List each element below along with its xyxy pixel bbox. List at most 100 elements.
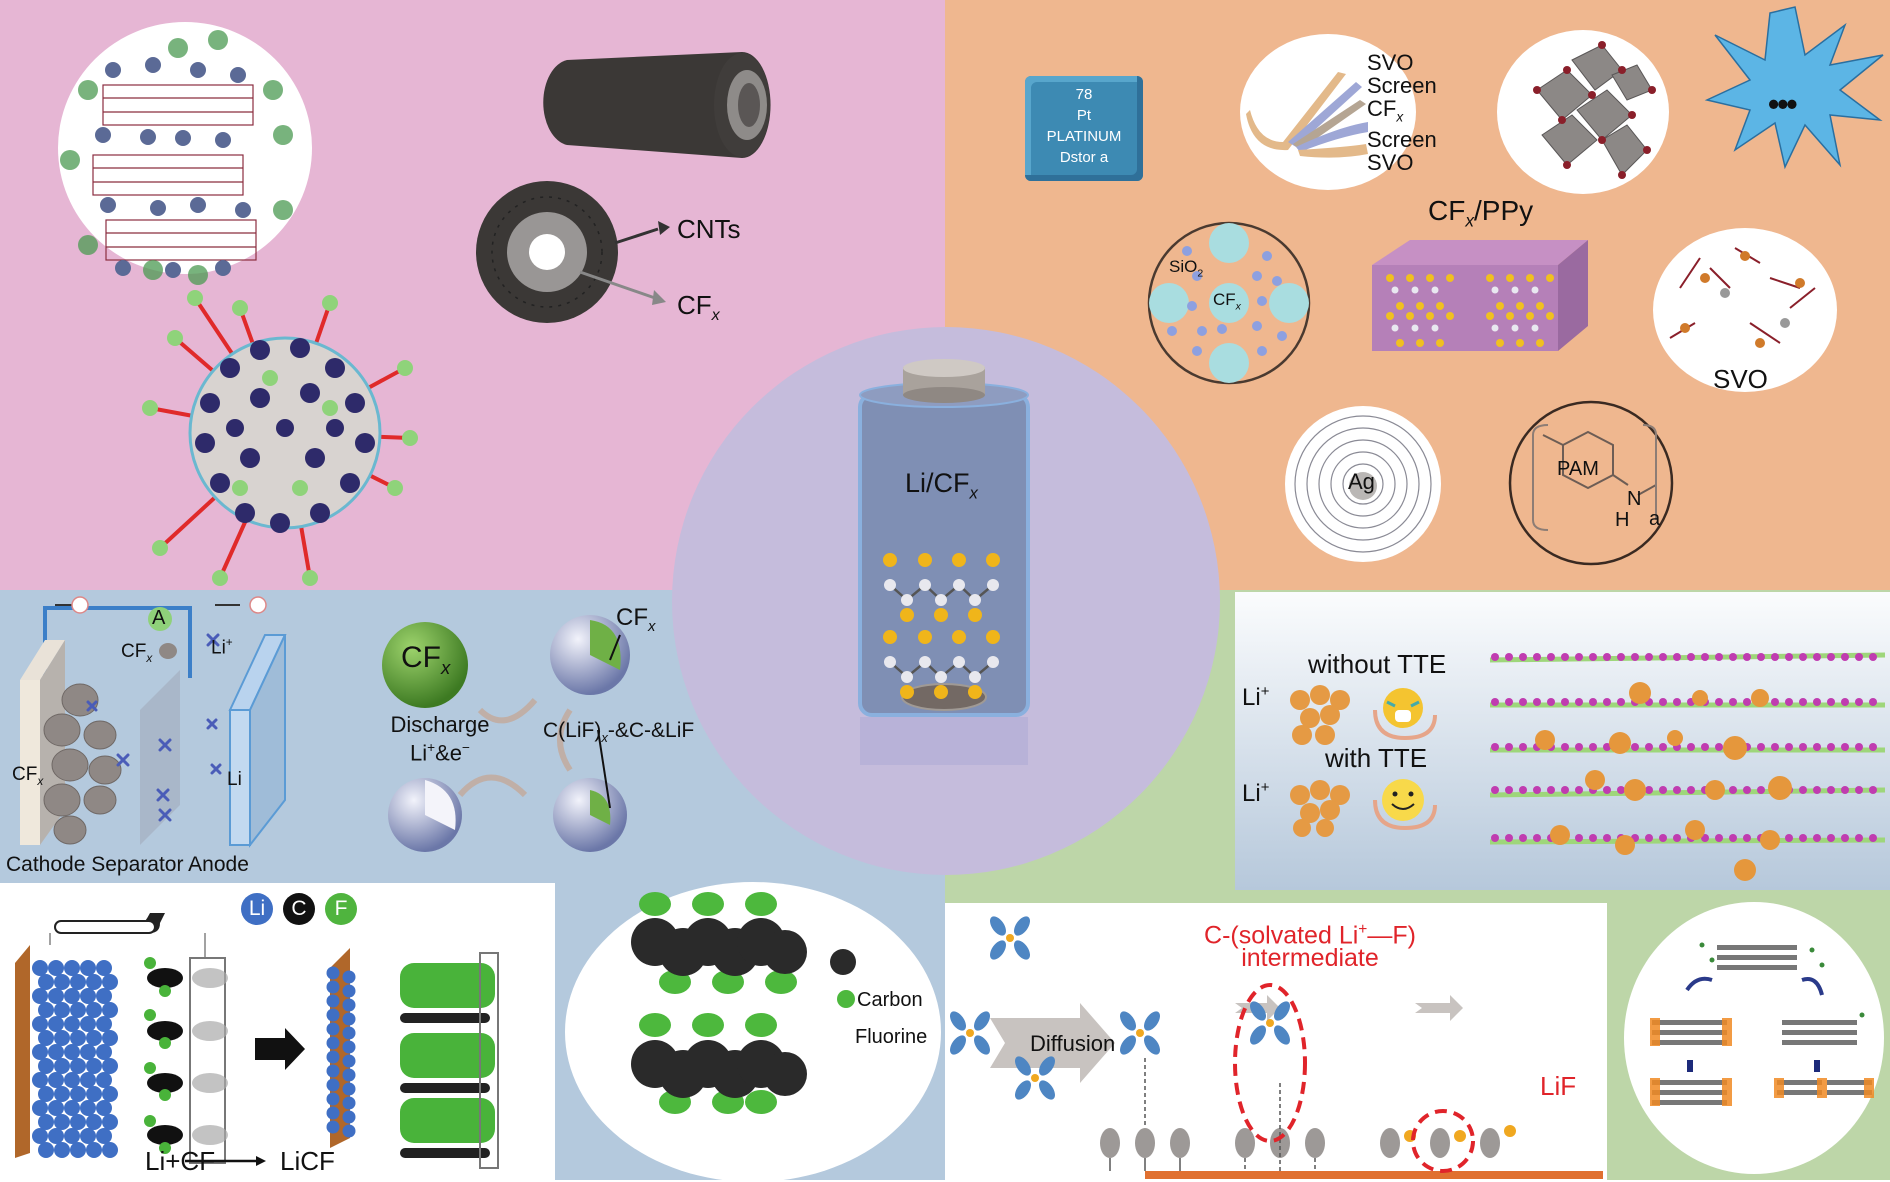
atom: [86, 1142, 102, 1158]
sphere-cfx-label: CFx: [401, 641, 451, 678]
atom: [38, 1114, 54, 1130]
cf-structure-oval: [565, 882, 941, 1182]
atom: [1575, 786, 1583, 794]
atom: [1869, 653, 1877, 661]
li-cf-reaction-schematic: [15, 913, 499, 1169]
layer-label: Screen: [1367, 127, 1437, 153]
atom: [86, 974, 102, 990]
atom: [1813, 698, 1821, 706]
cell-component-labels: Cathode Separator Anode: [6, 854, 249, 875]
atom: [342, 970, 356, 984]
separator-label: Separator: [91, 853, 184, 876]
atom: [1673, 698, 1681, 706]
atom: [1799, 698, 1807, 706]
atom: [1547, 698, 1555, 706]
atom: [1771, 698, 1779, 706]
carbon-nanotube-side: [543, 52, 771, 158]
atom: [1785, 834, 1793, 842]
atom: [1827, 698, 1835, 706]
legend-li-badge: Li: [241, 893, 273, 925]
ammeter-label: A: [152, 607, 166, 629]
intermediate-title: C-(solvated Li+—F) intermediate: [1185, 918, 1435, 973]
atom: [86, 1002, 102, 1018]
atom: [326, 1120, 340, 1134]
atom: [1589, 698, 1597, 706]
starburst-more-icon: [1704, 6, 1884, 170]
atom: [1547, 653, 1555, 661]
atom: [1659, 786, 1667, 794]
atom: [1785, 653, 1793, 661]
atom: [342, 1124, 356, 1138]
atom: [38, 974, 54, 990]
atom: [1729, 698, 1737, 706]
atom: [1715, 698, 1723, 706]
battery-label: Li/CFx: [905, 468, 978, 503]
atom: [38, 1030, 54, 1046]
atom: [1547, 786, 1555, 794]
atom: [54, 1030, 70, 1046]
atom: [1757, 653, 1765, 661]
without-tte-label: without TTE: [1308, 649, 1447, 679]
atom: [32, 1100, 48, 1116]
legend-c-badge: C: [283, 893, 315, 925]
atom: [1743, 653, 1751, 661]
atom: [1645, 743, 1653, 751]
atom: [1855, 786, 1863, 794]
atom: [326, 1092, 340, 1106]
atom: [32, 960, 48, 976]
fragmentation-diagram-circle: [1624, 902, 1884, 1174]
platinum-name: PLATINUM: [1046, 128, 1122, 145]
atom: [1841, 743, 1849, 751]
atom: [342, 1082, 356, 1096]
carbon-nanotube-cross-section: [476, 181, 618, 323]
atom: [1533, 786, 1541, 794]
layer-label: Screen: [1367, 73, 1437, 98]
battery-cell-schematic: [20, 596, 287, 848]
solvated-li-ion: [1015, 1056, 1055, 1100]
atom: [1006, 934, 1014, 942]
atom: [1729, 834, 1737, 842]
cfx-ppy-block: [1372, 240, 1588, 351]
atom: [1603, 786, 1611, 794]
atom: [1631, 653, 1639, 661]
atom: [342, 1096, 356, 1110]
li-ion-label: Li+: [1242, 684, 1270, 711]
atom: [1603, 653, 1611, 661]
atom: [64, 1072, 80, 1088]
atom: [1617, 653, 1625, 661]
ppy-title: CFx/PPy: [1428, 195, 1534, 231]
intermediate-line2: intermediate: [1241, 944, 1379, 973]
atom: [102, 1086, 118, 1102]
atom: [1827, 743, 1835, 751]
lif-label: LiF: [1540, 1071, 1577, 1101]
atom: [1505, 786, 1513, 794]
atom: [1533, 834, 1541, 842]
atom: [1645, 786, 1653, 794]
atom: [342, 998, 356, 1012]
atom: [342, 1110, 356, 1124]
legend-f-badge: F: [325, 893, 357, 925]
atom: [1869, 743, 1877, 751]
atom: [1617, 786, 1625, 794]
sphere-core-cfx-label: CFx: [616, 604, 656, 635]
atom: [1659, 834, 1667, 842]
atom: [1589, 834, 1597, 842]
atom: [70, 974, 86, 990]
atom: [1031, 1074, 1039, 1082]
sio2-label: SiO2: [1169, 257, 1204, 280]
atom: [80, 960, 96, 976]
atom: [326, 966, 340, 980]
atom: [32, 1072, 48, 1088]
graphite-layers-with-li: [1489, 652, 1886, 881]
atom: [342, 1068, 356, 1082]
atom: [38, 1142, 54, 1158]
discharge-cycle-spheres: [382, 615, 630, 852]
atom: [86, 1030, 102, 1046]
li-ion-label: Li+: [211, 636, 233, 659]
atom: [80, 988, 96, 1004]
atom: [1673, 834, 1681, 842]
sio2-cfx-circle: [1147, 221, 1311, 385]
atom: [1645, 834, 1653, 842]
atom: [54, 1002, 70, 1018]
atom: [70, 1086, 86, 1102]
